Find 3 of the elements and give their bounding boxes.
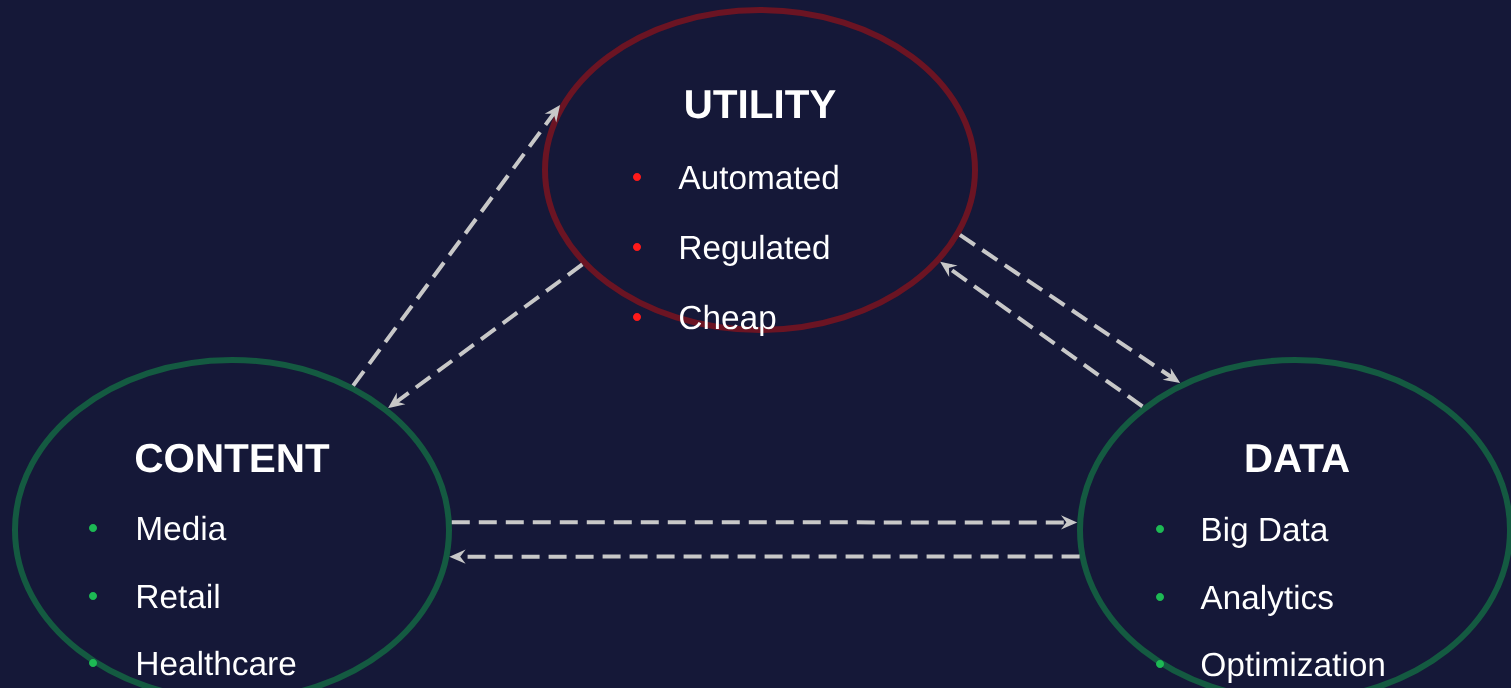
ellipse-node: DATA Big Data Analytics Optimization (1077, 357, 1511, 688)
ellipse-node: UTILITY Automated Regulated Cheap (542, 7, 978, 336)
ellipse-node: CONTENT Media Retail Healthcare (12, 357, 452, 688)
